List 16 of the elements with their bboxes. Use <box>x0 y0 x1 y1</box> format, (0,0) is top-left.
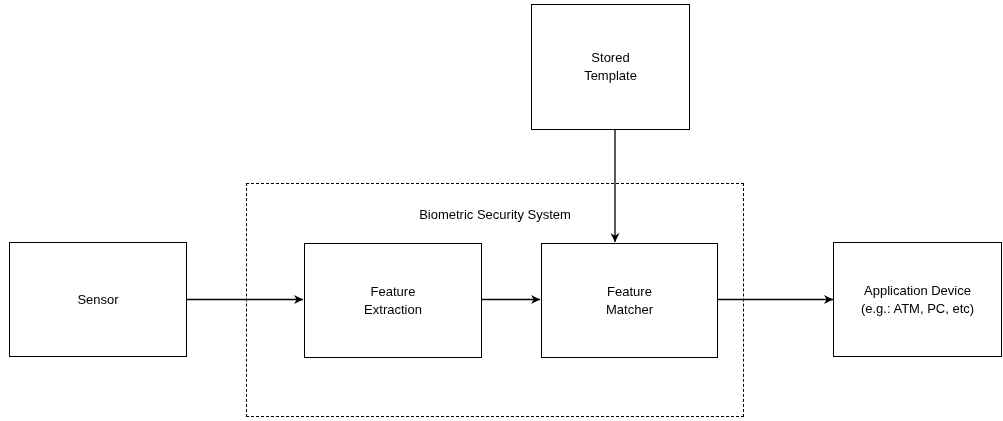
group-label: Biometric Security System <box>419 206 571 224</box>
box-label: Feature Extraction <box>363 282 423 319</box>
box-label: Feature Matcher <box>605 282 654 319</box>
process-box <box>9 242 187 357</box>
process-box <box>304 243 482 358</box>
arrow <box>610 129 620 243</box>
arrow <box>186 295 304 304</box>
process-box <box>833 242 1002 357</box>
arrow <box>480 295 541 304</box>
box-label: Stored Template <box>583 49 638 85</box>
system-boundary <box>246 183 744 417</box>
box-label: Sensor <box>77 290 119 309</box>
arrow <box>716 295 834 304</box>
process-box <box>531 4 690 130</box>
box-label: Application Device (e.g.: ATM, PC, etc) <box>859 281 976 318</box>
process-box <box>541 243 718 358</box>
